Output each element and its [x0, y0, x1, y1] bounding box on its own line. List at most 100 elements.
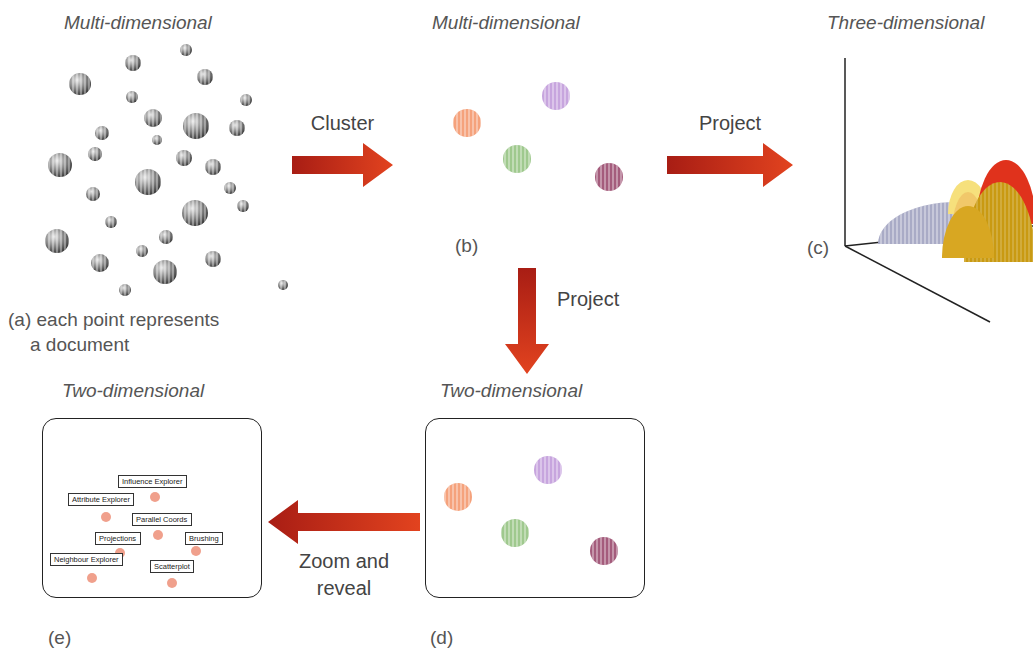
- sphere: [240, 94, 252, 106]
- block-arrow: [292, 143, 393, 187]
- arrow-label: Project: [699, 110, 761, 137]
- document-point: [105, 216, 117, 228]
- sphere-stripes: [136, 245, 148, 257]
- sphere: [45, 229, 69, 253]
- sphere: [69, 73, 91, 95]
- sphere: [197, 69, 213, 85]
- arrow-label: Cluster: [311, 110, 374, 137]
- tag-label: Brushing: [189, 534, 219, 543]
- sphere-stripes: [229, 120, 245, 136]
- sphere-stripes: [183, 113, 209, 139]
- document-point: [197, 69, 213, 85]
- sphere: [182, 200, 208, 226]
- cluster-dot: [595, 163, 623, 191]
- cluster-dot: [453, 109, 481, 137]
- tag-label: Neighbour Explorer: [54, 555, 119, 564]
- document-point: [91, 254, 109, 272]
- sphere-stripes: [159, 230, 173, 244]
- sphere-stripes: [119, 284, 131, 296]
- sphere-stripes: [95, 126, 109, 140]
- sphere-stripes: [125, 55, 141, 71]
- diagram-panel: Multi-dimensional (a) each point represen…: [6, 8, 290, 360]
- document-point: [125, 55, 141, 71]
- document-point: [183, 113, 209, 139]
- panel-heading: Two-dimensional: [62, 380, 204, 402]
- sphere-stripes: [144, 109, 162, 127]
- document-point: [136, 245, 148, 257]
- sphere-stripes: [182, 200, 208, 226]
- sphere-stripes: [88, 147, 102, 161]
- sphere-stripes: [45, 229, 69, 253]
- sphere-stripes: [197, 69, 213, 85]
- sphere: [91, 254, 109, 272]
- technique-tag: Brushing: [185, 532, 223, 545]
- sphere: [95, 126, 109, 140]
- document-point: [224, 182, 236, 194]
- panel-caption: (a) each point represents a document: [8, 308, 230, 357]
- cluster-dot: [501, 519, 529, 547]
- cluster-dot: [503, 145, 531, 173]
- sphere: [86, 187, 100, 201]
- panel-caption: (c): [807, 236, 829, 261]
- sphere-stripes: [135, 169, 161, 195]
- sphere: [125, 55, 141, 71]
- sphere: [88, 147, 102, 161]
- document-point: [119, 284, 131, 296]
- cluster-points: [453, 82, 623, 191]
- sphere-stripes: [86, 187, 100, 201]
- document-point: [229, 120, 245, 136]
- diagram-panel: Two-dimensional(e)Influence ExplorerAttr…: [40, 376, 266, 654]
- document-point: [182, 200, 208, 226]
- item-dot: [167, 578, 177, 588]
- sphere-stripes: [224, 182, 236, 194]
- mound: [942, 206, 994, 258]
- item-dot: [101, 512, 111, 522]
- axis-line: [844, 58, 846, 246]
- document-point: [152, 135, 162, 145]
- document-point: [205, 251, 221, 267]
- panel-heading: Three-dimensional: [827, 12, 984, 34]
- document-point: [240, 94, 252, 106]
- sphere: [229, 120, 245, 136]
- technique-tag: Parallel Coords: [132, 513, 192, 526]
- sphere: [224, 182, 236, 194]
- panel-heading: Multi-dimensional: [64, 12, 212, 34]
- sphere: [153, 260, 177, 284]
- document-point: [88, 147, 102, 161]
- document-point: [48, 153, 72, 177]
- sphere: [237, 200, 249, 212]
- cluster-dot: [534, 456, 562, 484]
- panel-heading: Two-dimensional: [440, 380, 582, 402]
- item-dot: [191, 546, 201, 556]
- cluster-dot: [590, 537, 618, 565]
- sphere: [126, 91, 138, 103]
- cluster-dot: [444, 483, 472, 511]
- sphere-stripes: [278, 280, 288, 290]
- document-point: [205, 159, 221, 175]
- sphere: [48, 153, 72, 177]
- sphere-stripes: [126, 91, 138, 103]
- sphere: [176, 150, 192, 166]
- panel-frame: [425, 418, 645, 598]
- sphere-stripes: [152, 135, 162, 145]
- document-point: [86, 187, 100, 201]
- cluster-dot: [534, 456, 562, 484]
- cluster-dot: [542, 82, 570, 110]
- sphere: [180, 44, 192, 56]
- cluster-dot: [595, 163, 623, 191]
- block-arrow: [667, 143, 793, 187]
- cluster-dot: [453, 109, 481, 137]
- technique-tag: Scatterplot: [150, 560, 194, 573]
- sphere-stripes: [69, 73, 91, 95]
- sphere: [119, 284, 131, 296]
- diagram-panel: Three-dimensional (c): [795, 8, 1031, 308]
- sphere-stripes: [153, 260, 177, 284]
- cluster-dot: [501, 519, 529, 547]
- cluster-points: [444, 456, 618, 565]
- item-dot: [150, 492, 160, 502]
- sphere: [278, 280, 288, 290]
- block-arrow: [505, 268, 549, 374]
- panel-caption: (e): [48, 626, 71, 651]
